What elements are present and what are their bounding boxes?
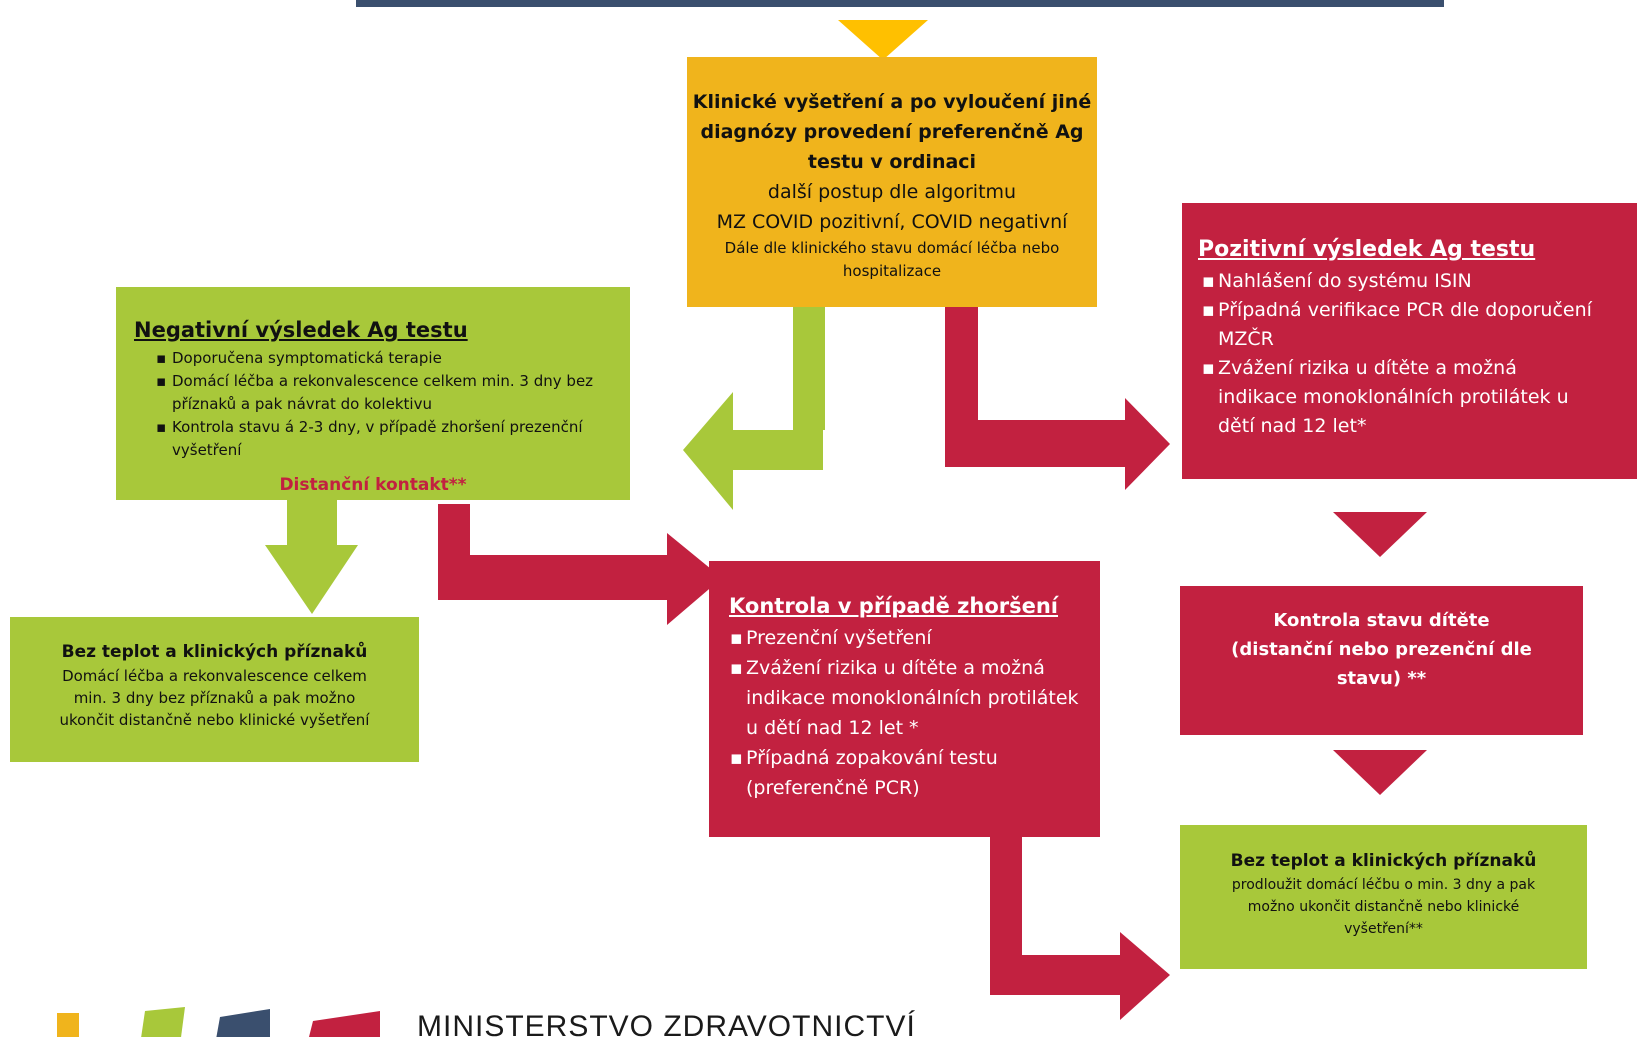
no-fever-right-box: Bez teplot a klinických příznaků prodlou… [1180,825,1587,969]
child-check-box: Kontrola stavu dítěte (distanční nebo pr… [1180,586,1583,735]
arrow-center-to-positive [945,288,1170,490]
clinical-exam-bold-line-1: Klinické vyšetření a po vyloučení jiné [692,91,1092,113]
worsening-item-3: Případná zopakování testu (preferenčně P… [730,743,1086,803]
no-fever-right-title: Bez teplot a klinických příznaků [1230,851,1537,871]
arrow-positive-to-child-check [1333,512,1427,557]
no-fever-left-line-3: ukončit distančně nebo klinické vyšetřen… [59,711,370,729]
top-down-arrow [838,20,928,60]
negative-result-title: Negativní výsledek Ag testu [134,318,468,342]
worsening-item-1: Prezenční vyšetření [730,623,1086,653]
clinical-exam-small-line-2: hospitalizace [842,262,942,280]
positive-item-2: Případná verifikace PCR dle doporučení M… [1202,296,1598,354]
clinical-exam-line-covid: MZ COVID pozitivní, COVID negativní [716,211,1068,233]
positive-result-box: Pozitivní výsledek Ag testu Nahlášení do… [1182,203,1637,479]
ministry-emblem-icon [57,1007,380,1037]
child-check-line-2: (distanční nebo prezenční dle [1231,639,1532,660]
distance-contact-label: Distanční kontakt** [279,475,467,495]
arrow-negative-to-worsening [438,504,722,625]
clinical-exam-bold-line-2: diagnózy provedení preferenčně Ag [700,121,1084,143]
no-fever-left-line-1: Domácí léčba a rekonvalescence celkem [62,667,367,685]
worsening-item-2: Zvážení rizika u dítěte a možná indikace… [730,653,1086,743]
worsening-check-box: Kontrola v případě zhoršení Prezenční vy… [709,561,1100,837]
worsening-check-title: Kontrola v případě zhoršení [729,594,1059,618]
top-banner-bar [356,0,1444,7]
no-fever-left-box: Bez teplot a klinických příznaků Domácí … [10,617,419,762]
negative-result-list: Doporučena symptomatická terapie Domácí … [156,347,612,462]
clinical-exam-box: Klinické vyšetření a po vyloučení jiné d… [687,57,1097,307]
positive-result-list: Nahlášení do systému ISIN Případná verif… [1202,267,1598,441]
clinical-exam-bold-line-3: testu v ordinaci [807,151,977,173]
arrow-negative-to-no-fever [265,500,358,614]
child-check-line-1: Kontrola stavu dítěte [1273,610,1490,631]
clinical-exam-line-algorithm: další postup dle algoritmu [767,181,1017,203]
ministry-name: MINISTERSTVO ZDRAVOTNICTVÍ [417,1010,916,1043]
clinical-exam-small-line-1: Dále dle klinického stavu domácí léčba n… [724,239,1060,257]
negative-result-box: Negativní výsledek Ag testu Doporučena s… [116,287,630,500]
positive-item-3: Zvážení rizika u dítěte a možná indikace… [1202,354,1598,441]
arrow-worsening-to-right-no-fever [990,832,1170,1020]
no-fever-left-title: Bez teplot a klinických příznaků [61,642,368,662]
no-fever-right-line-2: možno ukončit distančně nebo klinické [1247,899,1520,915]
arrow-child-check-to-no-fever [1333,750,1427,795]
no-fever-right-line-3: vyšetření** [1344,921,1423,937]
positive-result-title: Pozitivní výsledek Ag testu [1198,237,1536,262]
child-check-line-3: stavu) ** [1336,668,1427,689]
no-fever-right-line-1: prodloužit domácí léčbu o min. 3 dny a p… [1231,877,1536,893]
no-fever-left-line-2: min. 3 dny bez příznaků a pak možno [73,689,356,707]
negative-item-3: Kontrola stavu á 2-3 dny, v případě zhor… [156,416,612,462]
negative-item-1: Doporučena symptomatická terapie [156,347,612,370]
ministry-logo [55,1005,385,1037]
worsening-check-list: Prezenční vyšetření Zvážení rizika u dít… [730,623,1086,803]
arrow-center-to-negative [683,278,825,510]
negative-item-2: Domácí léčba a rekonvalescence celkem mi… [156,370,612,416]
positive-item-1: Nahlášení do systému ISIN [1202,267,1598,296]
